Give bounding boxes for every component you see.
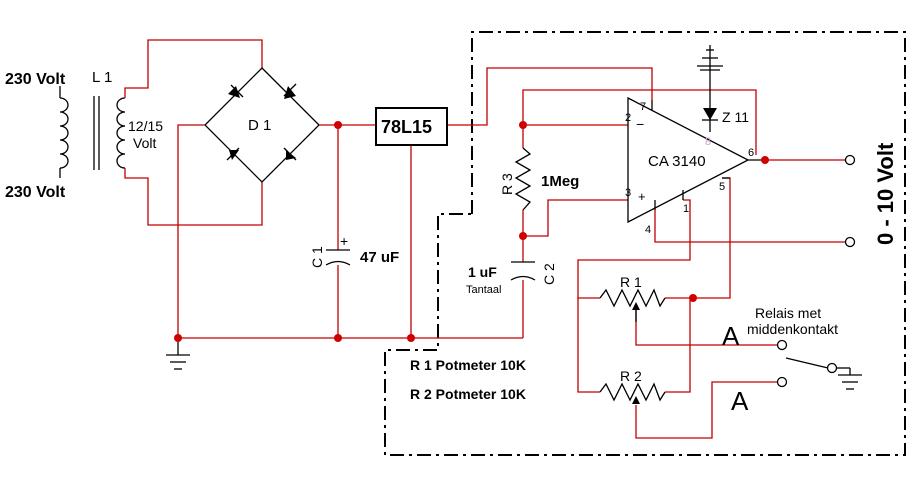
output-range-label: 0 - 10 Volt xyxy=(873,142,898,245)
pin-2-label: 2 xyxy=(625,112,631,124)
output-terminal-top xyxy=(844,154,856,166)
contact-a-label-2: A xyxy=(731,386,749,416)
ground-symbol-right xyxy=(838,374,862,390)
junction-node xyxy=(174,334,182,342)
potmeter-r2 xyxy=(599,382,666,404)
noninverting-input-sign: + xyxy=(638,189,646,204)
resistor-r3 xyxy=(514,147,532,211)
pin-4-label: 4 xyxy=(645,224,651,236)
transformer-l1 xyxy=(59,86,126,178)
transformer-label: L 1 xyxy=(92,69,112,86)
secondary-unit-label: Volt xyxy=(133,135,156,151)
r3-value-label: 1Meg xyxy=(541,173,579,190)
mains-label-bottom: 230 Volt xyxy=(5,184,66,201)
pin-6-label: 6 xyxy=(748,147,754,159)
r3-name-label: R 3 xyxy=(499,173,515,195)
zener-ground-symbol xyxy=(697,49,723,67)
legend-r1: R 1 Potmeter 10K xyxy=(410,357,526,373)
zener-label: Z 11 xyxy=(722,109,749,125)
relay-label-line1: Relais met xyxy=(755,305,821,321)
relay-contact-a2 xyxy=(776,376,788,388)
pin-3-label: 3 xyxy=(625,187,631,199)
output-terminal-bottom xyxy=(844,236,856,248)
junction-node xyxy=(519,232,527,240)
contact-a-label-1: A xyxy=(722,321,740,351)
zener-z11 xyxy=(700,45,720,132)
opamp-label: CA 3140 xyxy=(648,153,706,170)
relay-contact-a1 xyxy=(776,339,788,351)
pin-8-label: 8 xyxy=(705,136,711,148)
junction-node xyxy=(407,334,415,342)
opamp-ca3140 xyxy=(627,96,765,224)
c2-name-label: C 2 xyxy=(541,263,557,285)
junction-node xyxy=(334,334,342,342)
r2-name-label: R 2 xyxy=(620,368,642,384)
regulator-78l15 xyxy=(375,107,448,146)
junction-node xyxy=(334,121,342,129)
capacitor-c2 xyxy=(510,261,536,281)
junction-node xyxy=(689,294,697,302)
pin-7-label: 7 xyxy=(640,101,646,113)
r1-name-label: R 1 xyxy=(620,274,642,290)
c1-plus-sign: + xyxy=(340,233,348,249)
junction-node xyxy=(519,121,527,129)
legend-r2: R 2 Potmeter 10K xyxy=(410,386,526,402)
c1-value-label: 47 uF xyxy=(360,249,399,266)
supply-wiring xyxy=(177,67,845,439)
relay-switch xyxy=(785,357,851,375)
capacitor-c1 xyxy=(325,249,351,266)
pin-1-label: 1 xyxy=(683,203,689,215)
inverting-input-sign: − xyxy=(636,116,644,132)
regulator-label: 78L15 xyxy=(381,117,432,137)
c2-value-label: 1 uF xyxy=(468,264,497,280)
secondary-voltage-label: 12/15 xyxy=(128,118,163,134)
junction-node xyxy=(761,156,769,164)
ground-symbol-left xyxy=(166,338,190,370)
c1-name-label: C 1 xyxy=(309,246,325,268)
potmeter-r1 xyxy=(599,288,666,322)
bridge-label: D 1 xyxy=(248,117,271,134)
secondary-wires xyxy=(124,39,263,226)
c2-type-label: Tantaal xyxy=(466,284,501,296)
relay-common-contact xyxy=(826,362,838,374)
mains-label-top: 230 Volt xyxy=(5,71,66,88)
enclosure-outline xyxy=(384,31,906,456)
relay-label-line2: middenkontakt xyxy=(747,321,838,337)
pin-5-label: 5 xyxy=(719,181,725,193)
bridge-rectifier-d1 xyxy=(204,67,320,183)
